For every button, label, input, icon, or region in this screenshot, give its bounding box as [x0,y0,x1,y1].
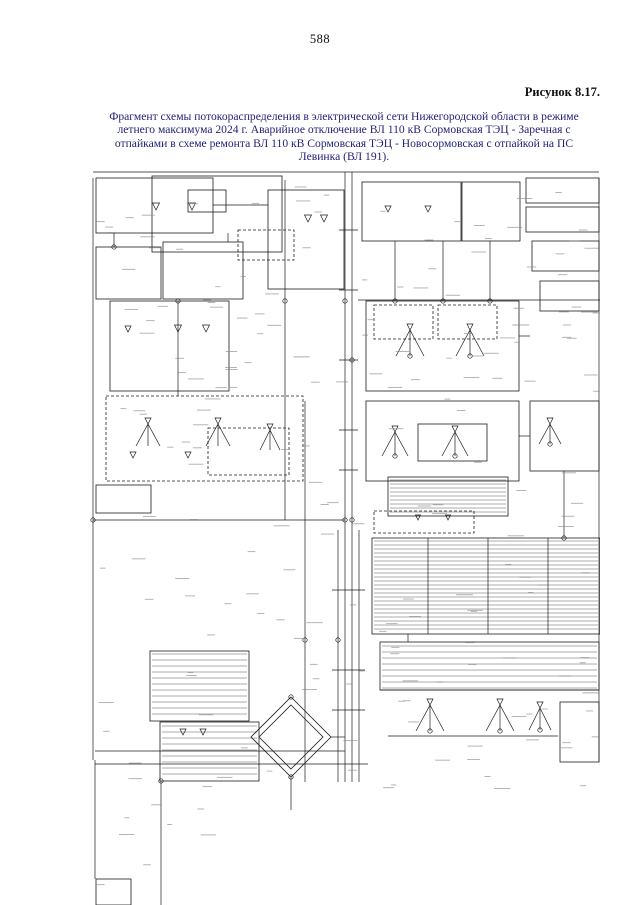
diagram-transformer-symbols [135,323,562,732]
figure-diagram [90,171,600,905]
diagram-power-lines [92,171,600,905]
figure-caption-line: Левинка (ВЛ 191). [298,150,390,164]
diagram-junction-circles [90,244,567,784]
figure-caption: Фрагмент схемы потокораспределения в эле… [88,110,600,164]
diagram-dashed-boxes [105,229,498,534]
page-number: 588 [309,32,331,46]
diagram-triangle-symbols [124,202,452,736]
figure-caption-line: летнего максимума 2024 г. Аварийное откл… [117,123,571,137]
diagram-hatch-blocks [152,479,598,775]
figure-label: Рисунок 8.17. [524,85,600,99]
diagram-microtext [95,186,600,886]
figure-caption-line: Фрагмент схемы потокораспределения в эле… [109,110,579,123]
figure-caption-line: отпайками в схеме ремонта ВЛ 110 кВ Сорм… [114,136,574,150]
diagram-diamond-junction [250,696,332,778]
diagram-node-boxes [95,175,600,905]
